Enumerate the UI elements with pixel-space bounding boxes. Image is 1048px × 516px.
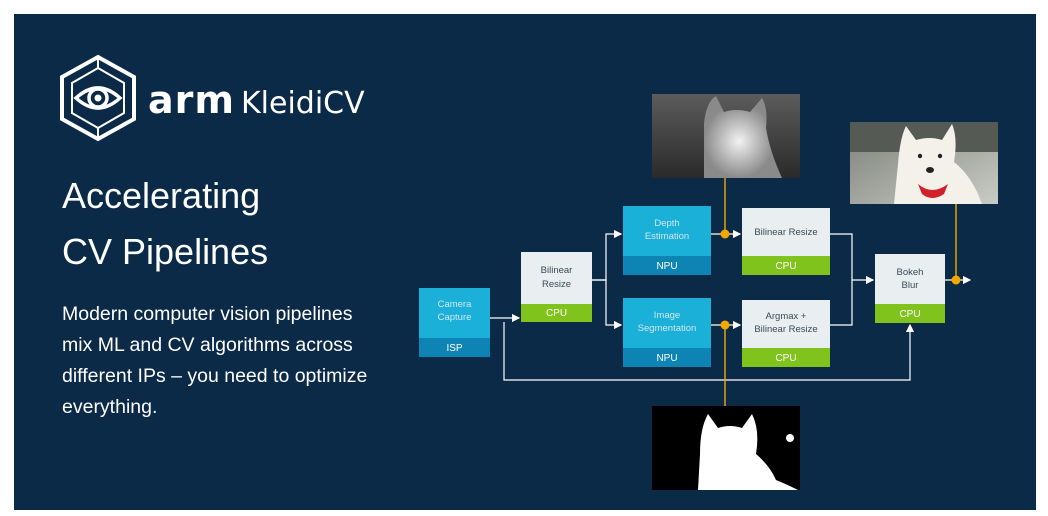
node-label: Bilinear (541, 265, 573, 276)
eye-hexagon-icon (60, 54, 136, 142)
pipeline-diagram: Camera Capture ISP Bilinear Resize CPU D… (419, 94, 998, 490)
ip-badge: CPU (899, 309, 920, 320)
ip-badge: CPU (546, 308, 567, 319)
title-line-1: Accelerating (62, 175, 261, 216)
node-label: Bilinear Resize (754, 324, 817, 335)
image-taps (724, 178, 957, 406)
node-bilinear-resize-depth: Bilinear Resize CPU (742, 208, 830, 275)
depth-map-thumbnail (652, 94, 800, 178)
node-label: Segmentation (638, 323, 697, 334)
node-label: Image (654, 310, 680, 321)
connector-dot (720, 229, 730, 239)
title-line-2: CV Pipelines (62, 231, 269, 272)
connector-dot (720, 320, 730, 330)
node-label: Estimation (645, 231, 689, 242)
node-label: Depth (654, 218, 679, 229)
node-bilinear-resize: Bilinear Resize CPU (521, 252, 592, 322)
dog-photo-thumbnail (850, 122, 998, 204)
brand-company: arm (148, 78, 235, 122)
node-bokeh-blur: Bokeh Blur CPU (875, 254, 945, 323)
ip-badge: ISP (446, 343, 462, 354)
ip-badge: NPU (656, 353, 677, 364)
node-label: Argmax + (766, 311, 807, 322)
node-depth-estimation: Depth Estimation NPU (623, 206, 711, 275)
node-label: Resize (542, 279, 571, 290)
node-argmax-bilinear-resize: Argmax + Bilinear Resize CPU (742, 300, 830, 367)
ip-badge: CPU (775, 353, 796, 364)
slide-title: Accelerating CV Pipelines (62, 168, 392, 280)
ip-badge: NPU (656, 261, 677, 272)
pipeline-connectors (490, 229, 972, 381)
node-label: Blur (902, 280, 919, 291)
connector-dot (951, 275, 961, 285)
node-label: Bokeh (897, 267, 924, 278)
node-label: Capture (438, 312, 472, 323)
node-image-segmentation: Image Segmentation NPU (623, 298, 711, 367)
segmentation-mask-thumbnail (652, 406, 800, 490)
brand-product: KleidiCV (240, 86, 365, 121)
node-label: Camera (438, 299, 473, 310)
node-label: Bilinear Resize (754, 227, 817, 238)
slide-description: Modern computer vision pipelines mix ML … (62, 303, 368, 418)
ip-badge: CPU (775, 261, 796, 272)
node-camera-capture: Camera Capture ISP (419, 288, 490, 357)
